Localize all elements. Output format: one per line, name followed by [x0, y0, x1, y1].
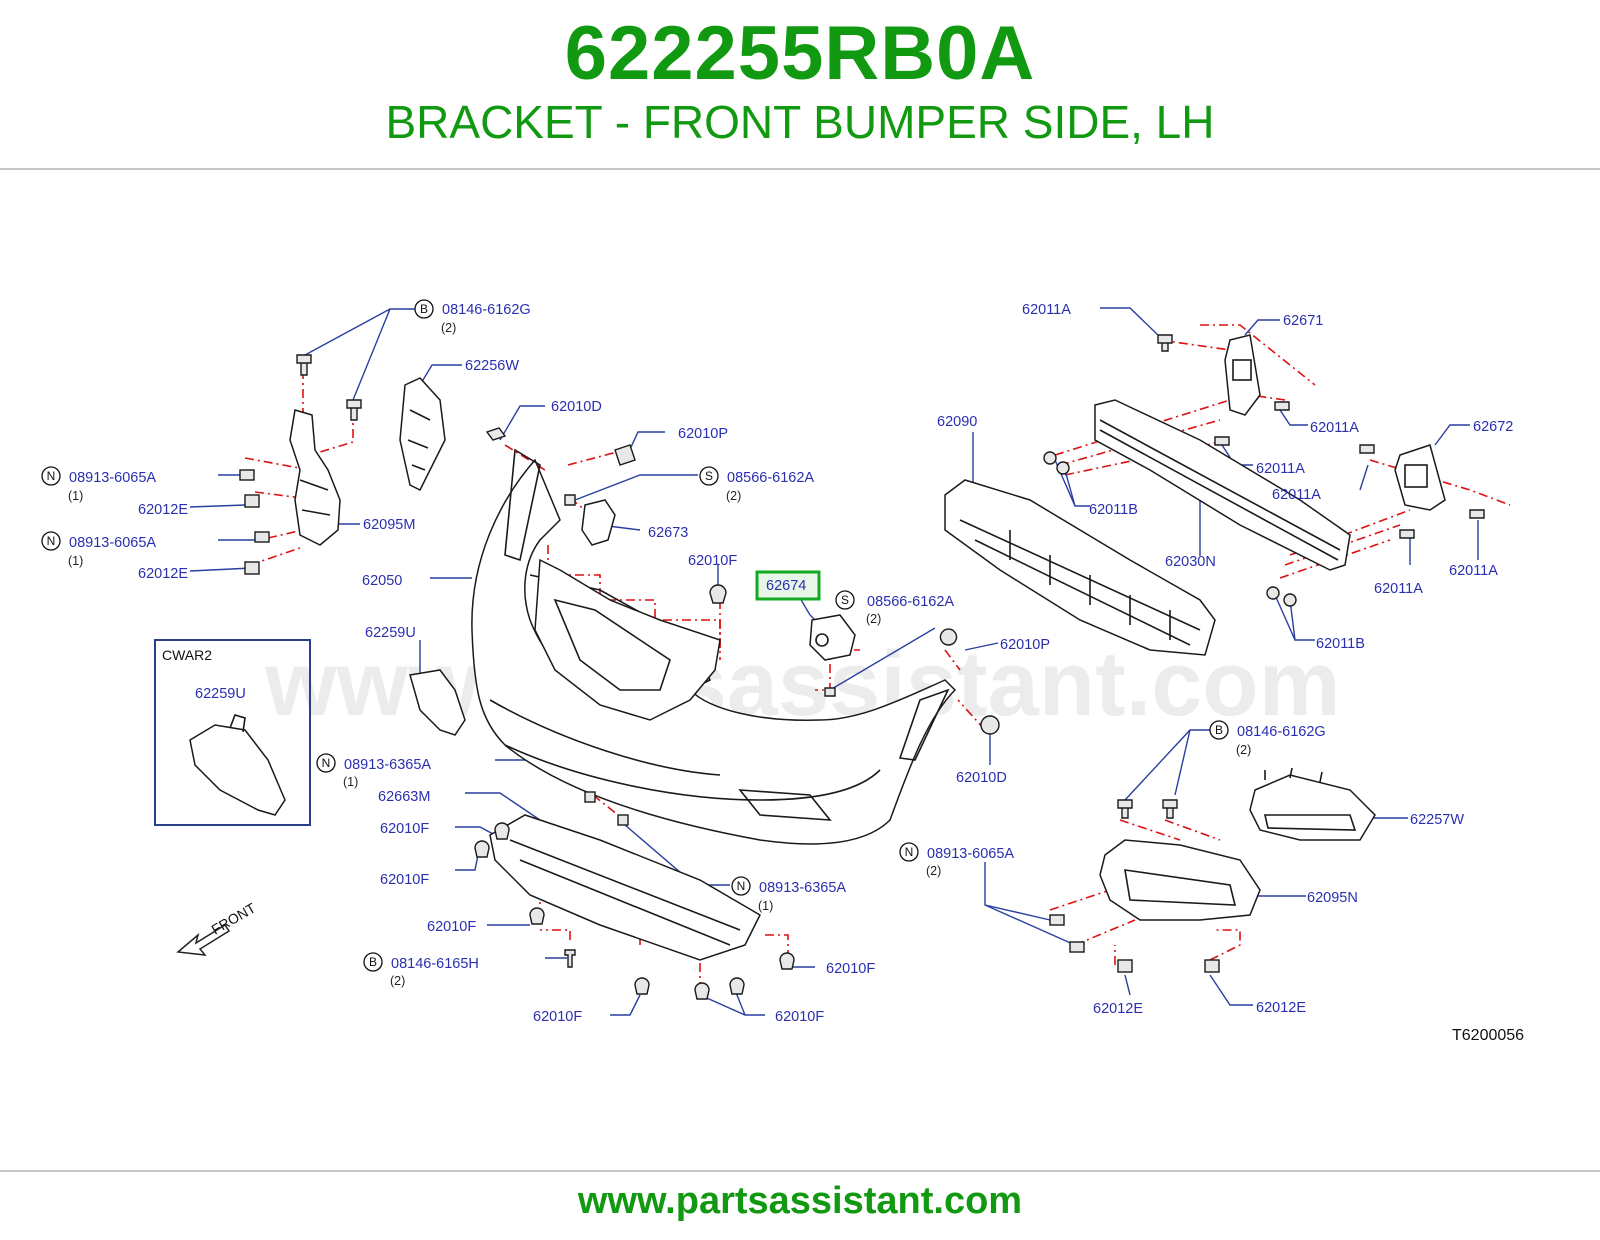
label-62010f[interactable]: 62010F [427, 919, 476, 935]
label-62010d[interactable]: 62010D [551, 399, 602, 415]
label-62663m[interactable]: 62663M [378, 789, 430, 805]
label-08913-6065a[interactable]: 08913-6065A [69, 535, 156, 551]
qty-label: (2) [726, 489, 741, 503]
label-62012e[interactable]: 62012E [138, 502, 188, 518]
label-62010f[interactable]: 62010F [380, 872, 429, 888]
callout-letter: S [705, 469, 713, 483]
label-08146-6162g[interactable]: 08146-6162G [442, 302, 531, 318]
part-number-title: 622255RB0A [564, 11, 1036, 96]
label-62010f[interactable]: 62010F [775, 1009, 824, 1025]
top-divider [0, 168, 1600, 170]
bracket-62257w [1249, 767, 1376, 841]
stay-62672 [1394, 444, 1446, 511]
label-62256w[interactable]: 62256W [465, 358, 519, 374]
bracket-62095m [289, 409, 341, 546]
label-62672[interactable]: 62672 [1473, 419, 1513, 435]
stay-62671 [1224, 334, 1261, 416]
callout-letter: N [47, 469, 56, 483]
label-62090[interactable]: 62090 [937, 414, 977, 430]
label-62257w[interactable]: 62257W [1410, 812, 1464, 828]
qty-label: (2) [441, 321, 456, 335]
label-08913-6365a[interactable]: 08913-6365A [344, 757, 431, 773]
highlight-box [755, 570, 821, 601]
qty-label: (1) [758, 899, 773, 913]
label-62010f[interactable]: 62010F [826, 961, 875, 977]
label-62095n[interactable]: 62095N [1307, 890, 1358, 906]
label-62011b[interactable]: 62011B [1089, 502, 1138, 518]
bottom-divider [0, 1170, 1600, 1172]
callout-letter: B [369, 955, 377, 969]
label-62095m[interactable]: 62095M [363, 517, 415, 533]
label-62050[interactable]: 62050 [362, 573, 402, 589]
label-62012e[interactable]: 62012E [138, 566, 188, 582]
label-62671[interactable]: 62671 [1283, 313, 1323, 329]
qty-label: (2) [390, 974, 405, 988]
bracket-62259u [409, 669, 466, 736]
callout-letter: B [1215, 723, 1223, 737]
callout-letter: S [841, 593, 849, 607]
label-08566-6162a[interactable]: 08566-6162A [727, 470, 814, 486]
label-62010f[interactable]: 62010F [688, 553, 737, 569]
label-62011a[interactable]: 62011A [1374, 581, 1423, 597]
callout-letter: N [737, 879, 746, 893]
label-62030n[interactable]: 62030N [1165, 554, 1216, 570]
label-62259u[interactable]: 62259U [365, 625, 416, 641]
callout-letter: N [47, 534, 56, 548]
diagram-reference: T6200056 [1452, 1027, 1524, 1044]
bracket-62256w [399, 377, 446, 492]
label-08913-6365a[interactable]: 08913-6365A [759, 880, 846, 896]
label-08146-6162g[interactable]: 08146-6162G [1237, 724, 1326, 740]
label-08146-6165h[interactable]: 08146-6165H [391, 956, 479, 972]
bracket-62673 [581, 499, 616, 546]
qty-label: (2) [1236, 743, 1251, 757]
label-62011a[interactable]: 62011A [1272, 487, 1321, 503]
label-08566-6162a[interactable]: 08566-6162A [867, 594, 954, 610]
label-62259u-inset[interactable]: 62259U [195, 686, 246, 702]
label-62010f[interactable]: 62010F [533, 1009, 582, 1025]
undercover-62663m [489, 814, 761, 961]
label-62011a[interactable]: 62011A [1449, 563, 1498, 579]
qty-label: (1) [68, 554, 83, 568]
part-description: BRACKET - FRONT BUMPER SIDE, LH [385, 96, 1215, 148]
label-62010p[interactable]: 62010P [1000, 637, 1050, 653]
label-62010d[interactable]: 62010D [956, 770, 1007, 786]
grille-frame [534, 558, 721, 721]
inset-box-cwar2 [154, 639, 311, 826]
label-62012e[interactable]: 62012E [1256, 1000, 1306, 1016]
part-labels: 08146-6162G (2) 62256W 62010D 62010P 089… [68, 302, 1513, 1025]
qty-label: (2) [866, 612, 881, 626]
front-label: FRONT [209, 899, 259, 937]
label-62011b[interactable]: 62011B [1316, 636, 1365, 652]
label-62673[interactable]: 62673 [648, 525, 688, 541]
inset-label: CWAR2 [162, 647, 212, 663]
header: 622255RB0A BRACKET - FRONT BUMPER SIDE, … [0, 0, 1600, 168]
label-08913-6065a[interactable]: 08913-6065A [927, 846, 1014, 862]
label-62010p[interactable]: 62010P [678, 426, 728, 442]
callout-letter: N [322, 756, 331, 770]
qty-label: (1) [343, 775, 358, 789]
footer-link[interactable]: www.partsassistant.com [577, 1180, 1023, 1222]
label-62011a[interactable]: 62011A [1310, 420, 1359, 436]
bracket-62674 [809, 614, 856, 661]
bracket-62095n [1099, 839, 1261, 921]
reinforcement-62030n [1094, 399, 1351, 571]
label-62012e[interactable]: 62012E [1093, 1001, 1143, 1017]
label-62011a[interactable]: 62011A [1256, 461, 1305, 477]
callout-letter: B [420, 302, 428, 316]
front-direction-arrow: FRONT [176, 899, 259, 956]
qty-label: (1) [68, 489, 83, 503]
callout-symbols: B N S N S N N N B B [41, 299, 1229, 972]
label-62010f[interactable]: 62010F [380, 821, 429, 837]
energy-absorber-62090 [944, 479, 1216, 656]
fasteners [239, 334, 1485, 1000]
qty-label: (2) [926, 864, 941, 878]
callout-letter: N [905, 845, 914, 859]
label-08913-6065a[interactable]: 08913-6065A [69, 470, 156, 486]
label-62011a[interactable]: 62011A [1022, 302, 1071, 318]
label-62674[interactable]: 62674 [766, 578, 806, 594]
